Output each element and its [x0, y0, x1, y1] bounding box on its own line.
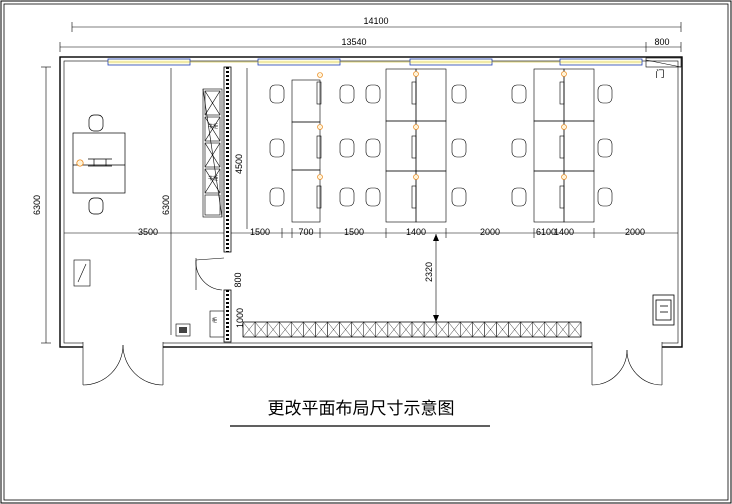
caption: 更改平面布局尺寸示意图 [268, 399, 455, 419]
bookshelf [202, 88, 223, 218]
shelf-label-2: 书柜 [208, 175, 218, 182]
svg-text:800: 800 [654, 37, 669, 47]
svg-text:14100: 14100 [363, 16, 388, 26]
dim-seg-6: 6100 [536, 227, 556, 237]
dim-seg-1: 1500 [250, 227, 270, 237]
room-walls [59, 56, 683, 348]
cabinet-x-marks [242, 321, 582, 338]
dim-door-gap: 800 [233, 272, 243, 287]
bottom-doors [82, 342, 663, 386]
cabinet-label: 柜 [212, 317, 217, 324]
dimension-left-inner: 6300 [161, 68, 172, 335]
manager-desk [72, 114, 126, 215]
svg-text:6300: 6300 [32, 195, 42, 215]
svg-text:4500: 4500 [234, 154, 244, 174]
svg-text:13540: 13540 [341, 37, 366, 47]
svg-text:2320: 2320 [424, 262, 434, 282]
partition-wall [223, 66, 232, 343]
workstation-group-3 [511, 68, 613, 223]
dimension-aisle: 2320 [424, 234, 439, 322]
partition-door [195, 257, 225, 291]
workstation-group-2 [365, 68, 467, 223]
dimension-inner-width: 13540 [59, 37, 647, 52]
cabinet-cell [568, 321, 582, 338]
extinguisher-box [73, 259, 91, 287]
dim-seg-7: 1400 [554, 227, 574, 237]
dim-seg-5: 2000 [480, 227, 500, 237]
dim-seg-8: 2000 [625, 227, 645, 237]
dim-seg-4: 1400 [406, 227, 426, 237]
workstation-group-1 [269, 72, 355, 223]
small-box [175, 323, 191, 337]
door-mark: 门 [655, 68, 664, 79]
right-appliance [652, 294, 675, 326]
dim-seg-3: 1500 [344, 227, 364, 237]
dimension-total-width: 14100 [71, 16, 682, 32]
dim-office: 3500 [138, 227, 158, 237]
shelf-label: 书柜 [208, 123, 218, 130]
dimension-corner: 800 [646, 37, 682, 52]
small-box-inner [179, 327, 187, 333]
dim-seg-2: 700 [298, 227, 313, 237]
svg-text:6300: 6300 [161, 195, 171, 215]
dimension-left-outer: 6300 [32, 66, 51, 344]
dimension-partition: 4500 [234, 68, 248, 229]
dim-cabinet-gap: 1000 [235, 308, 245, 328]
